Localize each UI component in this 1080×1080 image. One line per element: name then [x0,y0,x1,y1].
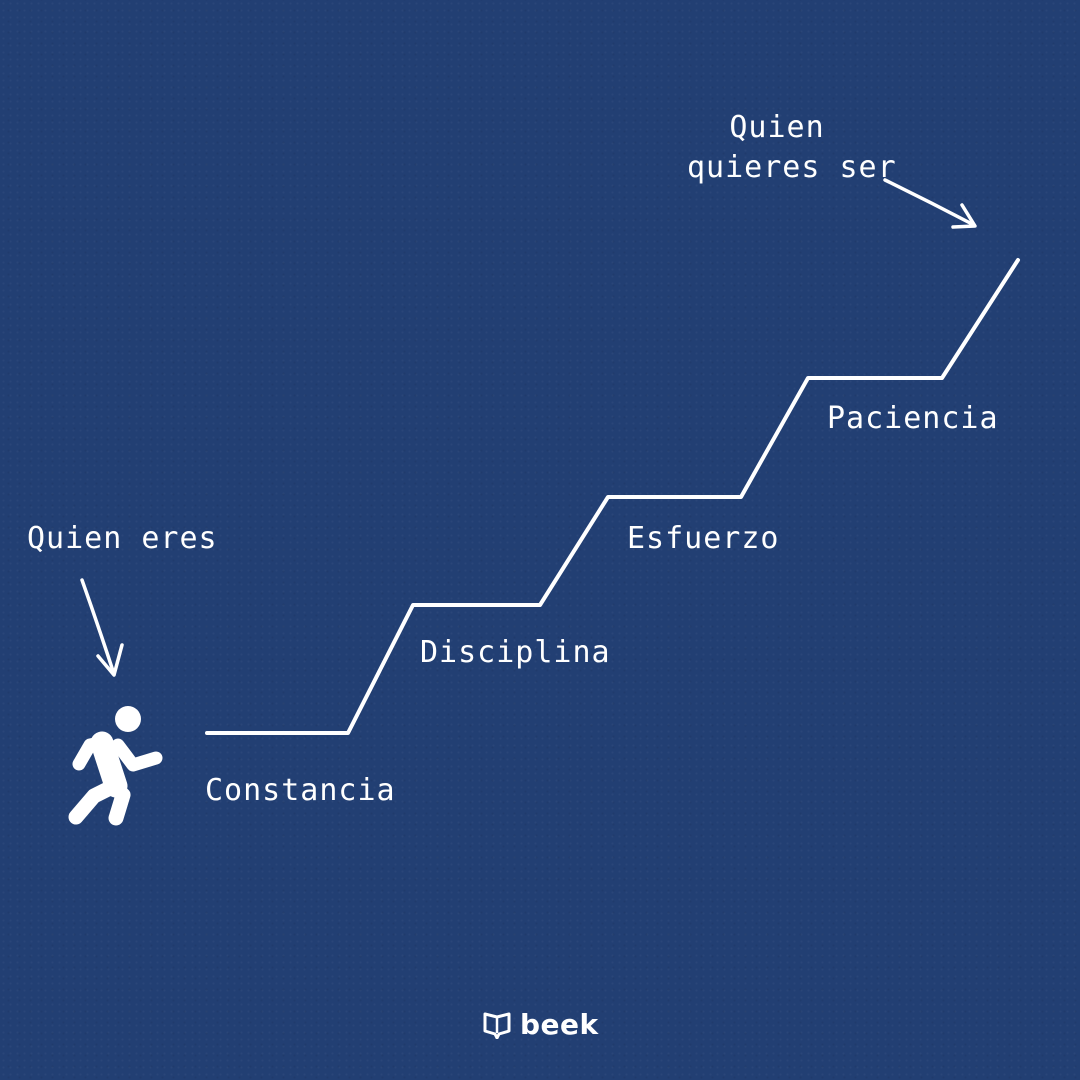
goal-label-line2: quieres ser [687,150,897,185]
brand-name: beek [520,1007,599,1041]
brand-logo: beek [482,1007,599,1041]
walking-person-icon [68,706,163,826]
goal-arrow-icon [883,178,977,229]
staircase-line [205,258,1020,735]
start-label: Quien eres [27,521,218,556]
start-arrow-icon [80,578,124,677]
goal-label: Quien quieres ser [687,108,897,188]
step-label-disciplina: Disciplina [420,635,611,670]
step-label-esfuerzo: Esfuerzo [627,521,780,556]
step-label-constancia: Constancia [205,773,396,808]
step-label-paciencia: Paciencia [827,401,999,436]
book-icon [483,1012,511,1039]
goal-label-line1: Quien [729,110,825,145]
